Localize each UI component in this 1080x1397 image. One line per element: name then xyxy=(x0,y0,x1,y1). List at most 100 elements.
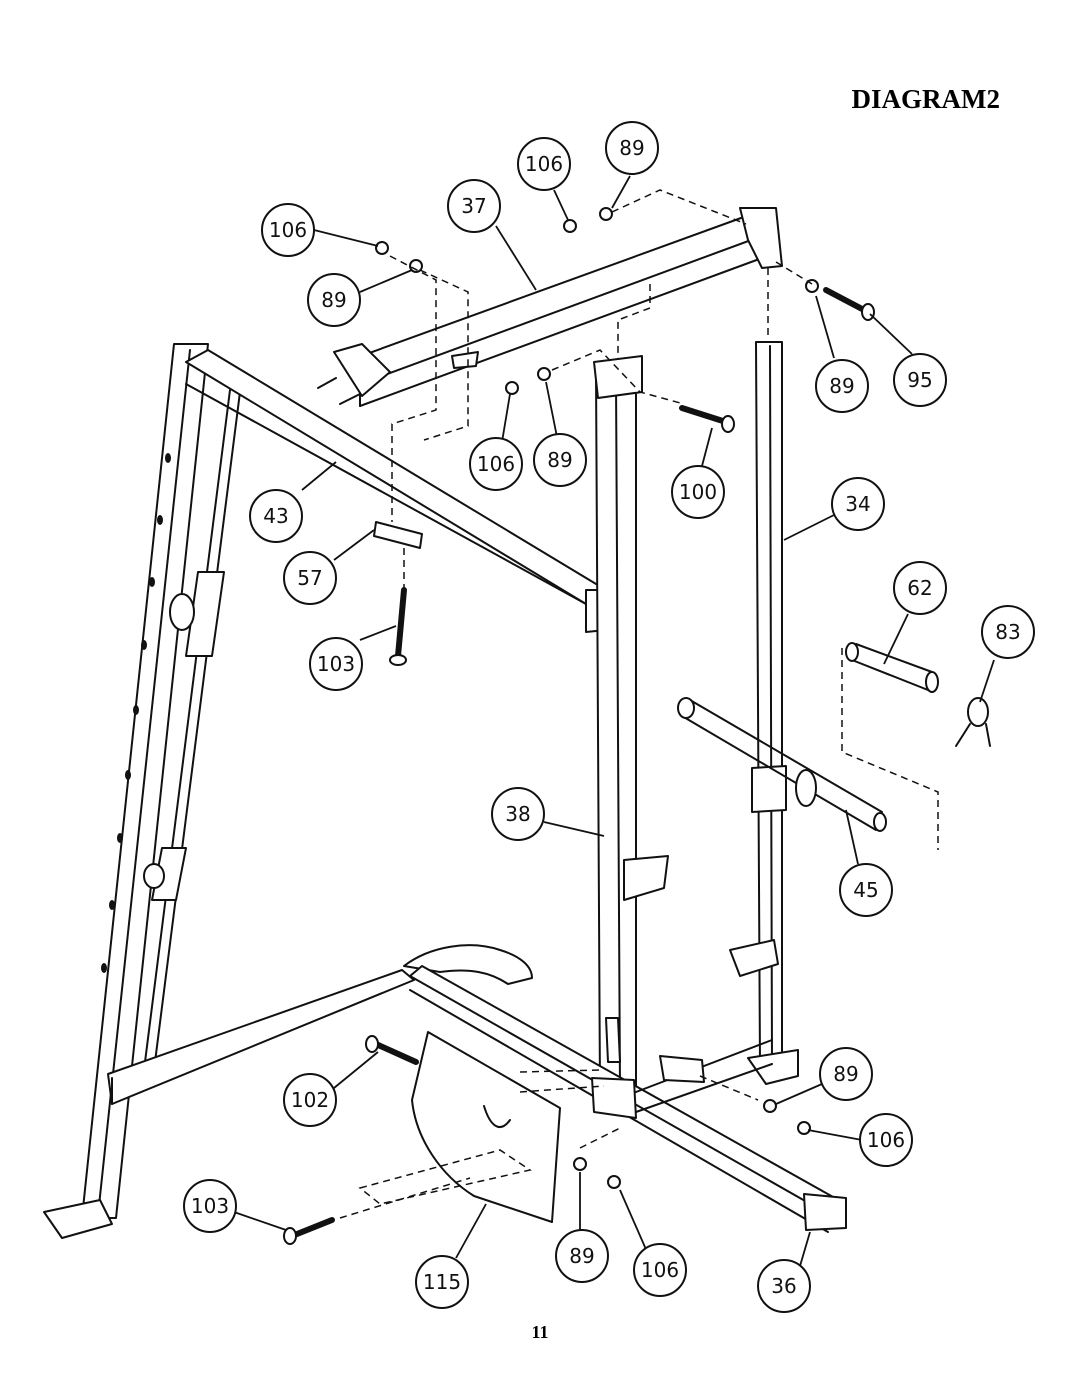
callout-label: 102 xyxy=(291,1088,329,1112)
callout-label: 38 xyxy=(505,802,530,826)
callout-circle xyxy=(633,1243,687,1297)
callout-circle xyxy=(831,477,885,531)
callout-circle xyxy=(839,863,893,917)
callout-label: 106 xyxy=(477,452,515,476)
callout-label: 62 xyxy=(907,576,932,600)
upright-holes xyxy=(101,453,171,973)
callout-label: 45 xyxy=(853,878,878,902)
callout-circle xyxy=(415,1255,469,1309)
callout-62: 62 xyxy=(893,561,947,615)
callout-circle xyxy=(893,353,947,407)
bolts xyxy=(283,287,875,1245)
diagram-title: DIAGRAM2 xyxy=(851,84,1001,114)
top-beam xyxy=(317,207,783,407)
callout-label: 37 xyxy=(461,194,486,218)
callout-circle xyxy=(555,1229,609,1283)
callout-83: 83 xyxy=(981,605,1035,659)
callout-102: 102 xyxy=(283,1073,337,1127)
foot-plate xyxy=(411,1031,561,1223)
callout-label: 89 xyxy=(829,374,854,398)
callout-106: 106 xyxy=(469,437,523,491)
callout-label: 89 xyxy=(569,1244,594,1268)
nuts-washers xyxy=(375,207,819,1189)
callout-circle xyxy=(469,437,523,491)
callout-89: 89 xyxy=(819,1047,873,1101)
sleeve-tube xyxy=(845,642,939,693)
callout-89: 89 xyxy=(555,1229,609,1283)
callout-label: 100 xyxy=(679,480,717,504)
callout-circle xyxy=(605,121,659,175)
callout-circle xyxy=(249,489,303,543)
page-number: 11 xyxy=(531,1322,549,1342)
callout-103: 103 xyxy=(183,1179,237,1233)
center-upright xyxy=(593,355,669,1093)
callout-circle xyxy=(283,551,337,605)
callout-label: 34 xyxy=(845,492,870,516)
callout-label: 89 xyxy=(619,136,644,160)
callout-circle xyxy=(183,1179,237,1233)
callout-label: 106 xyxy=(641,1258,679,1282)
callout-circle xyxy=(307,273,361,327)
callout-89: 89 xyxy=(605,121,659,175)
callout-100: 100 xyxy=(671,465,725,519)
callout-106: 106 xyxy=(859,1113,913,1167)
callout-circle xyxy=(819,1047,873,1101)
callout-circle xyxy=(309,637,363,691)
assembly-guide-lines xyxy=(339,189,939,1219)
callout-label: 103 xyxy=(317,652,355,676)
callout-circle xyxy=(447,179,501,233)
callout-label: 89 xyxy=(321,288,346,312)
leader-lines xyxy=(233,175,995,1267)
callout-106: 106 xyxy=(633,1243,687,1297)
bracket xyxy=(373,521,423,549)
callout-label: 106 xyxy=(269,218,307,242)
callout-circle xyxy=(757,1259,811,1313)
callout-label: 89 xyxy=(547,448,572,472)
callout-89: 89 xyxy=(815,359,869,413)
callout-label: 89 xyxy=(833,1062,858,1086)
callout-circle xyxy=(533,433,587,487)
callout-label: 106 xyxy=(525,152,563,176)
bottom-side-rail xyxy=(107,944,533,1105)
callout-circle xyxy=(261,203,315,257)
callout-89: 89 xyxy=(307,273,361,327)
callout-43: 43 xyxy=(249,489,303,543)
callout-103: 103 xyxy=(309,637,363,691)
callout-106: 106 xyxy=(261,203,315,257)
callout-circle xyxy=(981,605,1035,659)
callout-label: 115 xyxy=(423,1270,461,1294)
callout-36: 36 xyxy=(757,1259,811,1313)
callout-circle xyxy=(283,1073,337,1127)
callout-label: 83 xyxy=(995,620,1020,644)
callout-label: 57 xyxy=(297,566,322,590)
callout-label: 95 xyxy=(907,368,932,392)
callout-circle xyxy=(517,137,571,191)
callout-label: 103 xyxy=(191,1194,229,1218)
callout-circle xyxy=(671,465,725,519)
spring-collar xyxy=(955,697,991,747)
callout-38: 38 xyxy=(491,787,545,841)
callout-34: 34 xyxy=(831,477,885,531)
base-cross-rail xyxy=(409,965,847,1233)
callout-115: 115 xyxy=(415,1255,469,1309)
callout-45: 45 xyxy=(839,863,893,917)
callout-95: 95 xyxy=(893,353,947,407)
callout-89: 89 xyxy=(533,433,587,487)
callout-circle xyxy=(859,1113,913,1167)
guide-rod xyxy=(144,389,241,1063)
callout-57: 57 xyxy=(283,551,337,605)
right-upright xyxy=(729,341,799,1085)
callout-label: 106 xyxy=(867,1128,905,1152)
callout-bubbles: 106 89 37 106 89 89 95 106 89 100 34 43 57 103 62 83 38 4… xyxy=(183,121,1035,1313)
callout-106: 106 xyxy=(517,137,571,191)
callout-37: 37 xyxy=(447,179,501,233)
left-angled-upright xyxy=(43,343,209,1239)
callout-circle xyxy=(893,561,947,615)
callout-circle xyxy=(815,359,869,413)
barbell-holder xyxy=(677,697,887,832)
callout-circle xyxy=(491,787,545,841)
top-diagonal-beam xyxy=(185,349,609,633)
callout-label: 43 xyxy=(263,504,288,528)
